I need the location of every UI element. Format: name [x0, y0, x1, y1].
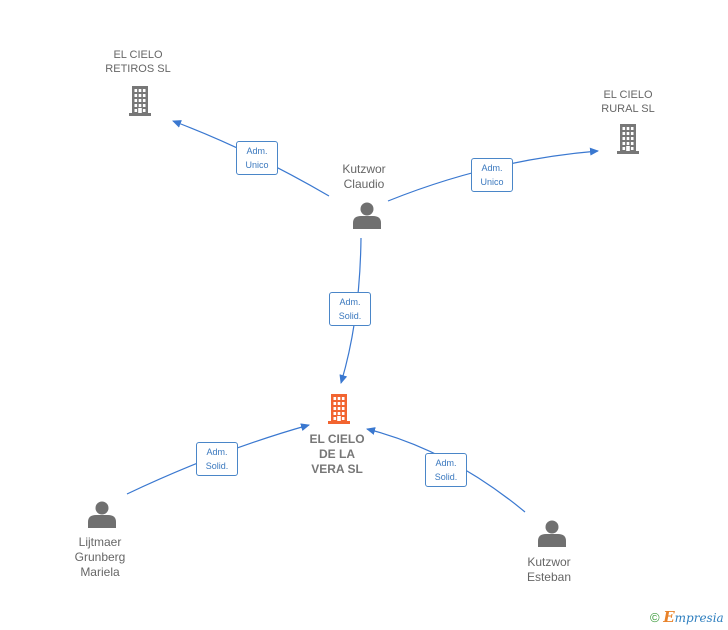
edge-label-line: Unico [480, 177, 504, 187]
building-icon-retiros[interactable] [129, 86, 151, 116]
edge-label-claudio-rural[interactable]: Adm. Unico [471, 158, 513, 192]
node-label-mariela[interactable]: Lijtmaer Grunberg Mariela [50, 535, 150, 580]
node-label-line: Esteban [526, 570, 572, 584]
node-label-line: RETIROS SL [105, 63, 171, 75]
node-label-rural[interactable]: EL CIELO RURAL SL [578, 88, 678, 116]
person-icon-mariela[interactable] [88, 501, 116, 529]
node-label-line: Grunberg [74, 550, 126, 564]
edge-label-line: Unico [245, 160, 269, 170]
edge-label-claudio-main[interactable]: Adm. Solid. [329, 292, 371, 326]
edge-label-line: Adm. [246, 146, 268, 156]
edge-label-line: Adm. [481, 163, 503, 173]
edge-label-line: Adm. [339, 297, 361, 307]
node-label-main[interactable]: EL CIELO DE LA VERA SL [287, 432, 387, 477]
edge-label-line: Solid. [205, 461, 229, 471]
copyright-icon: © [650, 610, 660, 625]
footer-credit: © Empresia [650, 608, 724, 626]
building-icon-rural[interactable] [617, 124, 639, 154]
node-label-claudio[interactable]: Kutzwor Claudio [314, 162, 414, 192]
edge-label-line: Solid. [434, 472, 458, 482]
edge-label-claudio-retiros[interactable]: Adm. Unico [236, 141, 278, 175]
building-icon-main[interactable] [328, 394, 350, 424]
edge-label-line: Solid. [338, 311, 362, 321]
node-label-retiros[interactable]: EL CIELO RETIROS SL [88, 48, 188, 76]
node-label-line: EL CIELO [309, 432, 365, 446]
brand-name: mpresia [674, 611, 724, 625]
edge-label-mariela-main[interactable]: Adm. Solid. [196, 442, 238, 476]
brand-logo[interactable]: Empresia [663, 608, 724, 626]
person-icon-esteban[interactable] [538, 520, 566, 548]
node-label-esteban[interactable]: Kutzwor Esteban [499, 555, 599, 585]
node-label-line: EL CIELO [603, 89, 653, 101]
node-label-line: Lijtmaer [78, 535, 122, 549]
node-label-line: DE LA [319, 447, 355, 461]
node-label-line: Kutzwor [527, 555, 571, 569]
node-label-line: VERA SL [311, 462, 363, 476]
node-label-line: RURAL SL [601, 103, 655, 115]
node-label-line: EL CIELO [113, 49, 163, 61]
edge-label-line: Adm. [206, 447, 228, 457]
person-icon-claudio[interactable] [353, 202, 381, 230]
node-label-line: Kutzwor [342, 162, 386, 176]
edge-label-line: Adm. [435, 458, 457, 468]
edge-label-esteban-main[interactable]: Adm. Solid. [425, 453, 467, 487]
brand-initial: E [663, 608, 675, 626]
node-label-line: Mariela [80, 565, 120, 579]
node-label-line: Claudio [343, 177, 385, 191]
